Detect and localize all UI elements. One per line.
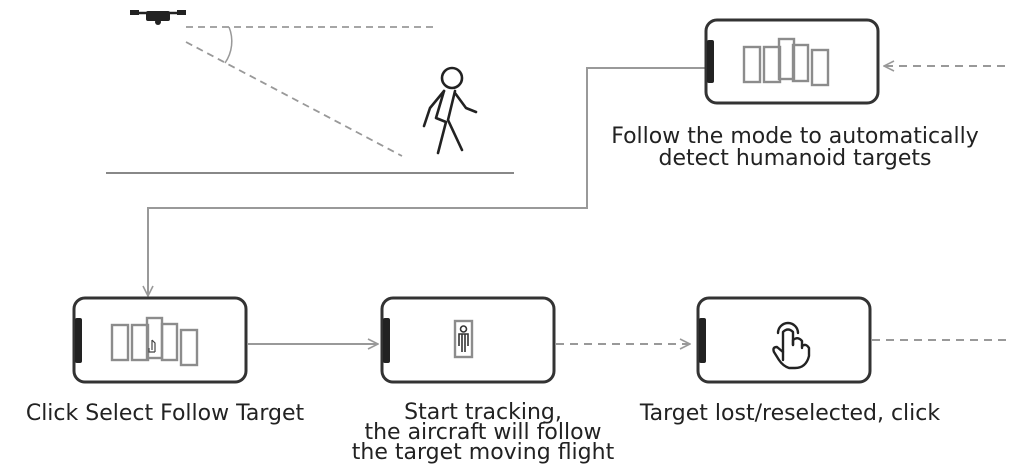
caption-line: Click Select Follow Target — [25, 401, 305, 426]
walking-person-icon — [422, 66, 478, 155]
caption-select-target: Click Select Follow Target — [10, 403, 320, 425]
caption-line: the aircraft will follow — [364, 420, 602, 445]
phone-start-tracking — [380, 296, 556, 384]
phone-auto-detect — [704, 18, 880, 105]
caption-line: detect humanoid targets — [658, 146, 932, 171]
tracking-box — [453, 319, 474, 359]
caption-target-lost: Target lost/reselected, click — [625, 403, 955, 425]
camera-view-cone — [185, 26, 435, 157]
caption-line: Target lost/reselected, click — [639, 401, 941, 426]
detection-boxes — [742, 37, 830, 87]
person-icon — [458, 325, 469, 352]
connector-arrow-1 — [148, 67, 705, 296]
tap-hand-icon — [772, 321, 811, 370]
caption-line: Follow the mode to automatically — [611, 124, 979, 149]
phone-target-lost — [696, 296, 872, 384]
caption-auto-detect: Follow the mode to automatically detect … — [598, 126, 992, 170]
phone-select-target — [72, 296, 248, 384]
drone-icon — [130, 10, 186, 25]
caption-start-tracking: Start tracking, the aircraft will follow… — [338, 400, 628, 465]
caption-line: the target moving flight — [351, 440, 615, 465]
detection-boxes — [110, 316, 199, 367]
tap-hand-icon — [148, 339, 156, 353]
caption-line: Start tracking, — [404, 400, 562, 425]
